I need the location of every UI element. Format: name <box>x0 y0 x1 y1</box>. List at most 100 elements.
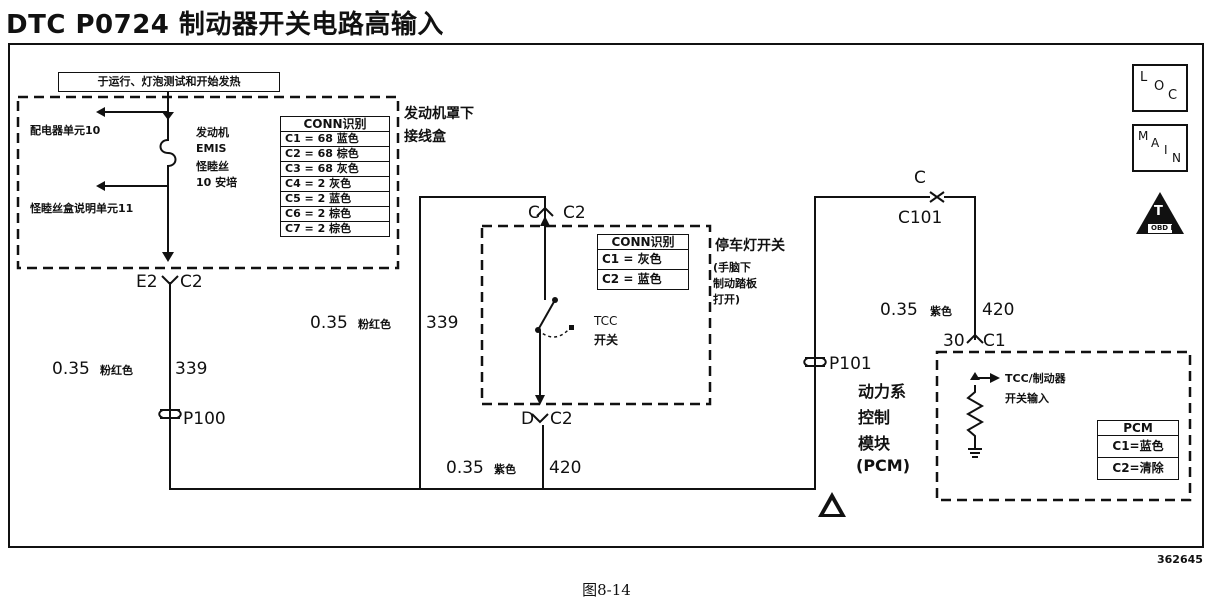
underhood-conn-table: CONN识别 C1 = 68 蓝色 C2 = 68 棕色 C3 = 68 灰色 … <box>280 116 390 237</box>
underhood-label-1: 发动机罩下 <box>404 106 474 122</box>
conn-row: C5 = 2 蓝色 <box>280 191 390 207</box>
conn-header: CONN识别 <box>280 116 390 132</box>
conn-row: C1 = 灰色 <box>597 249 689 270</box>
connector-c101-top-label: C <box>914 168 926 188</box>
pcm-conn-table: PCM C1=蓝色 C2=清除 <box>1097 420 1179 480</box>
conn-row: C7 = 2 棕色 <box>280 221 390 237</box>
pcm-c1-label: C1 <box>983 331 1006 351</box>
main-I: I <box>1164 143 1168 157</box>
connector-c-top-label: C <box>528 203 540 223</box>
obd-ii-icon <box>1136 192 1184 234</box>
p101-symbol <box>803 357 827 367</box>
power-source-banner: 于运行、灯泡测试和开始发热 <box>58 72 280 92</box>
branch-label-2: 怪睦丝盒说明单元11 <box>30 202 134 215</box>
main-M: M <box>1138 129 1149 143</box>
wire-420-right <box>944 196 976 340</box>
wire-gauge: 0.35 <box>310 313 348 333</box>
wire-color: 紫色 <box>930 305 952 318</box>
switch-contact-bottom <box>535 327 541 333</box>
wire-420-left <box>542 196 930 490</box>
connector-c-top-c-label: C2 <box>563 203 586 223</box>
switch-link <box>537 327 571 338</box>
wire-number: 420 <box>982 300 1015 320</box>
conn-row: C6 = 2 棕色 <box>280 206 390 222</box>
wire-number: 420 <box>549 458 582 478</box>
main-N: N <box>1172 151 1181 165</box>
pcm-input-label-1: TCC/制动器 <box>1005 372 1066 385</box>
arrow-left-1 <box>96 107 105 117</box>
arrow-up-pcm <box>970 372 980 380</box>
figure-caption: 图8-14 <box>582 581 631 599</box>
wire-color: 粉红色 <box>358 318 391 331</box>
arrow-down-e2 <box>162 252 174 262</box>
underhood-box-outline <box>16 95 400 270</box>
pcm-pin-30-label: 30 <box>943 331 965 351</box>
connector-d-label: D <box>521 409 535 429</box>
figure-number: 362645 <box>1157 553 1203 566</box>
switch-contact-open <box>569 325 574 330</box>
switch-contact-top <box>552 297 558 303</box>
tcc-switch-label-2: 开关 <box>594 333 619 347</box>
conn-header: CONN识别 <box>597 234 689 250</box>
fuse-label-4: 10 安培 <box>196 176 238 189</box>
wire-number: 339 <box>426 313 459 333</box>
arrow-right-pcm <box>990 373 1000 383</box>
pcm-resistor <box>965 385 985 448</box>
main-badge: M A I N <box>1132 124 1188 172</box>
conn-row: C3 = 68 灰色 <box>280 161 390 177</box>
conn-row: C2 = 蓝色 <box>597 269 689 290</box>
arrow-left-2 <box>96 181 105 191</box>
brake-switch-outline <box>480 224 712 406</box>
conn-row: C1=蓝色 <box>1097 435 1179 458</box>
diagram-frame <box>8 43 1204 548</box>
wire-number: 339 <box>175 359 208 379</box>
conn-row: C1 = 68 蓝色 <box>280 131 390 147</box>
connector-d-c-label: C2 <box>550 409 573 429</box>
obd-T: T <box>1154 204 1163 219</box>
arrow-down-power <box>162 112 174 120</box>
pcm-outline <box>935 350 1192 502</box>
underhood-label-2: 接线盒 <box>404 129 446 145</box>
fuse-symbol <box>159 120 177 258</box>
loc-O: O <box>1154 79 1165 94</box>
brake-switch-note-3: 打开) <box>713 293 741 306</box>
conn-row: C2 = 68 棕色 <box>280 146 390 162</box>
brake-switch-note-2: 制动踏板 <box>713 277 757 290</box>
conn-header: PCM <box>1097 420 1179 436</box>
connector-pcm-c1-symbol <box>966 333 984 344</box>
connector-e2-symbol <box>161 275 179 286</box>
wire-gauge: 0.35 <box>446 458 484 478</box>
connector-c101-symbol <box>929 191 945 203</box>
pcm-name-2: 控制 <box>858 408 891 427</box>
power-source-text: 于运行、灯泡测试和开始发热 <box>97 75 241 88</box>
wire-gauge: 0.35 <box>52 359 90 379</box>
connector-c-top-symbol <box>536 206 554 217</box>
wire-339-left <box>169 282 543 490</box>
connector-e2-label: E2 <box>136 272 158 292</box>
connector-d-symbol <box>531 413 549 424</box>
connector-e2-c-label: C2 <box>180 272 203 292</box>
arrow-up-switch <box>540 216 550 226</box>
pcm-ground-1 <box>968 448 982 450</box>
switch-blade <box>537 299 556 331</box>
pcm-ground-3 <box>972 456 978 458</box>
pcm-input-label-2: 开关输入 <box>1005 392 1049 405</box>
pcm-name-3: 模块 <box>858 434 891 453</box>
pcm-ground-2 <box>970 452 980 454</box>
p100-label: P100 <box>183 409 226 429</box>
main-A: A <box>1151 136 1160 150</box>
fuse-label-2: EMIS <box>196 142 227 155</box>
pcm-name-1: 动力系 <box>858 382 907 401</box>
tcc-switch-label-1: TCC <box>594 314 618 328</box>
loc-badge: L O C <box>1132 64 1188 112</box>
wire-gauge: 0.35 <box>880 300 918 320</box>
conn-row: C4 = 2 灰色 <box>280 176 390 192</box>
wire-color: 紫色 <box>494 463 516 476</box>
brake-switch-conn-table: CONN识别 C1 = 灰色 C2 = 蓝色 <box>597 234 689 290</box>
pcm-name-4: (PCM) <box>856 456 911 475</box>
page-title: DTC P0724 制动器开关电路高输入 <box>6 10 444 40</box>
wire-color: 粉红色 <box>100 364 133 377</box>
p100-symbol <box>158 409 182 419</box>
p101-label: P101 <box>829 354 872 374</box>
